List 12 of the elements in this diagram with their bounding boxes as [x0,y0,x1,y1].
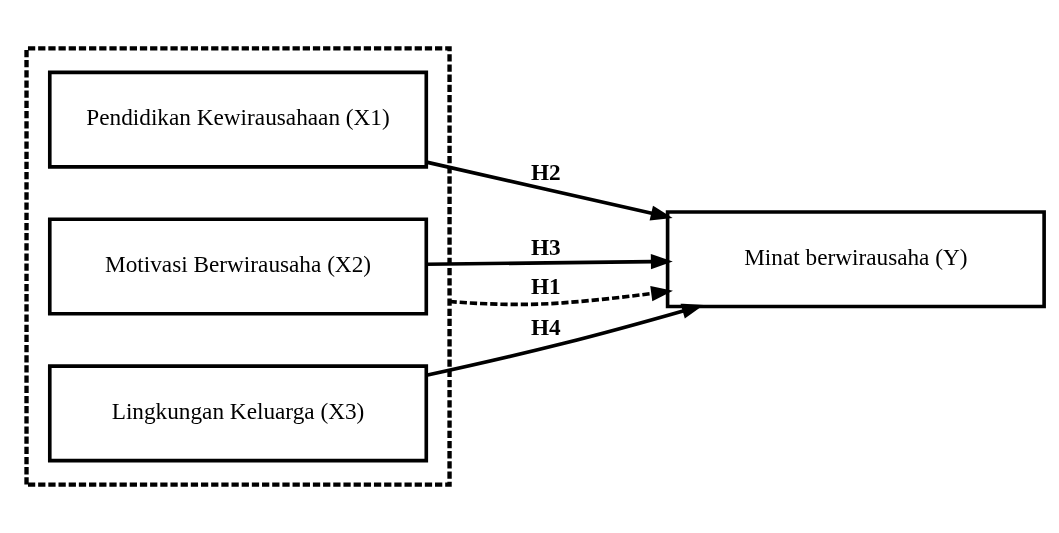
edge-label: H2 [530,159,561,186]
node-box: Lingkungan Keluarga (X3) [47,364,429,463]
arrow [426,254,673,270]
edge-label: H3 [530,233,561,260]
node-box: Minat berwirausaha (Y) [665,210,1046,309]
edge-label: H4 [530,313,561,340]
arrow [449,286,673,307]
cluster [24,46,452,487]
arrow [426,303,704,378]
node-box: Pendidikan Kewirausahaan (X1) [47,70,429,169]
node-box: Motivasi Berwirausaha (X2) [47,217,429,316]
edge-label: H1 [530,272,561,299]
